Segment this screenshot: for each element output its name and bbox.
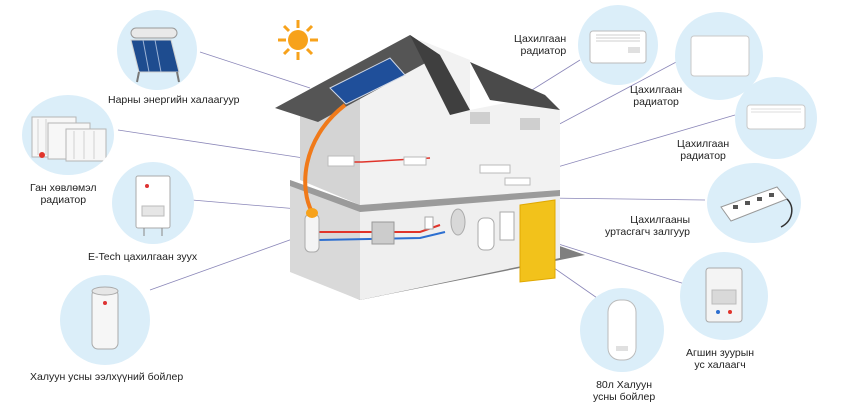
electric-radiator-2-label: Цахилгаан радиатор	[630, 84, 682, 108]
power-strip-label-line1: Цахилгааны	[630, 214, 691, 226]
water-tank-icon	[91, 286, 119, 350]
etech-boiler-circle	[112, 162, 194, 244]
steel-radiator-circle	[22, 95, 114, 175]
electric-radiator-1-label: Цахилгаан радиатор	[514, 33, 566, 57]
tank-flame	[306, 208, 318, 218]
instant-heater-label-line2: ус халаагч	[694, 359, 746, 371]
steel-radiator-icon	[31, 116, 107, 162]
water-heater-80l-icon	[607, 299, 637, 361]
instant-heater-in-house	[499, 211, 515, 241]
electric-radiator-2-label-line2: радиатор	[633, 96, 679, 108]
upstairs-panel-radiator-2	[504, 177, 531, 186]
boiler-80l-circle	[580, 288, 664, 372]
house-mid-floor	[290, 180, 560, 212]
convector-radiator-icon	[589, 30, 647, 64]
panel-radiator-icon	[746, 104, 806, 130]
etech-boiler-label: E-Tech цахилгаан зуух	[88, 251, 198, 263]
steel-radiator-label-line2: радиатор	[40, 194, 87, 206]
sink-cabinet	[371, 221, 395, 245]
instant-heater-label-line1: Агшин зуурын	[686, 347, 755, 359]
electric-radiator-1-label-line1: Цахилгаан	[514, 33, 567, 45]
steel-radiator-label: Ган хөвлөмэл радиатор	[30, 182, 97, 206]
power-strip-circle	[707, 163, 801, 243]
upstairs-panel-radiator	[479, 164, 511, 174]
electric-radiator-1-label-line2: радиатор	[520, 45, 567, 57]
electric-radiator-3-label-line2: радиатор	[680, 150, 726, 162]
house-roof-right	[470, 62, 560, 110]
cold-water-pipe	[317, 231, 446, 241]
instant-water-heater-icon	[705, 267, 743, 323]
power-strip-label: Цахилгааны уртасгагч залгуур	[605, 214, 690, 238]
steel-radiator-label-line1: Ган хөвлөмэл	[30, 182, 97, 194]
roof-solar-panel	[329, 57, 406, 105]
electric-radiator-2-label-line1: Цахилгаан	[630, 84, 683, 96]
panel-radiator-icon	[690, 35, 750, 77]
solar-hot-pipe	[303, 103, 347, 213]
boiler-80l-label-line2: усны бойлер	[593, 391, 656, 403]
window-1	[470, 112, 490, 124]
hot-water-storage-label: Халуун усны ээлхүүний бойлер	[30, 371, 184, 383]
electric-radiator-3-label: Цахилгаан радиатор	[677, 138, 729, 162]
instant-heater-circle	[680, 252, 768, 340]
electric-radiator-3-label-line1: Цахилгаан	[677, 138, 730, 150]
power-strip-icon	[720, 186, 793, 228]
wall-switch	[424, 216, 434, 230]
boiler-80l-label-line1: 80л Халуун	[596, 379, 653, 391]
boiler-80l-label: 80л Халуун усны бойлер	[593, 379, 655, 403]
electric-boiler-icon	[135, 175, 171, 236]
electric-radiator-3-circle	[735, 77, 817, 159]
house-roof-ridge	[410, 35, 470, 115]
boiler-80l-in-house	[477, 217, 495, 251]
instant-heater-label: Агшин зуурын ус халаагч	[686, 347, 754, 371]
storage-tank	[304, 213, 320, 253]
hot-water-storage-circle	[60, 275, 150, 365]
window-2	[520, 118, 540, 130]
upstairs-convector	[403, 156, 427, 166]
solar-panel-icon	[130, 27, 180, 83]
power-strip-label-line2: уртасгагч залгуур	[605, 226, 691, 238]
shower-cabin	[519, 199, 556, 283]
sun-icon	[278, 20, 318, 60]
solar-collector-label: Нарны энергийн халаагуур	[108, 94, 240, 106]
electric-radiator-1-circle	[578, 5, 658, 85]
electric-radiator-2-circle	[675, 12, 763, 100]
upstairs-radiator	[327, 155, 355, 167]
solar-collector-circle	[117, 10, 197, 90]
mirror	[450, 208, 466, 236]
